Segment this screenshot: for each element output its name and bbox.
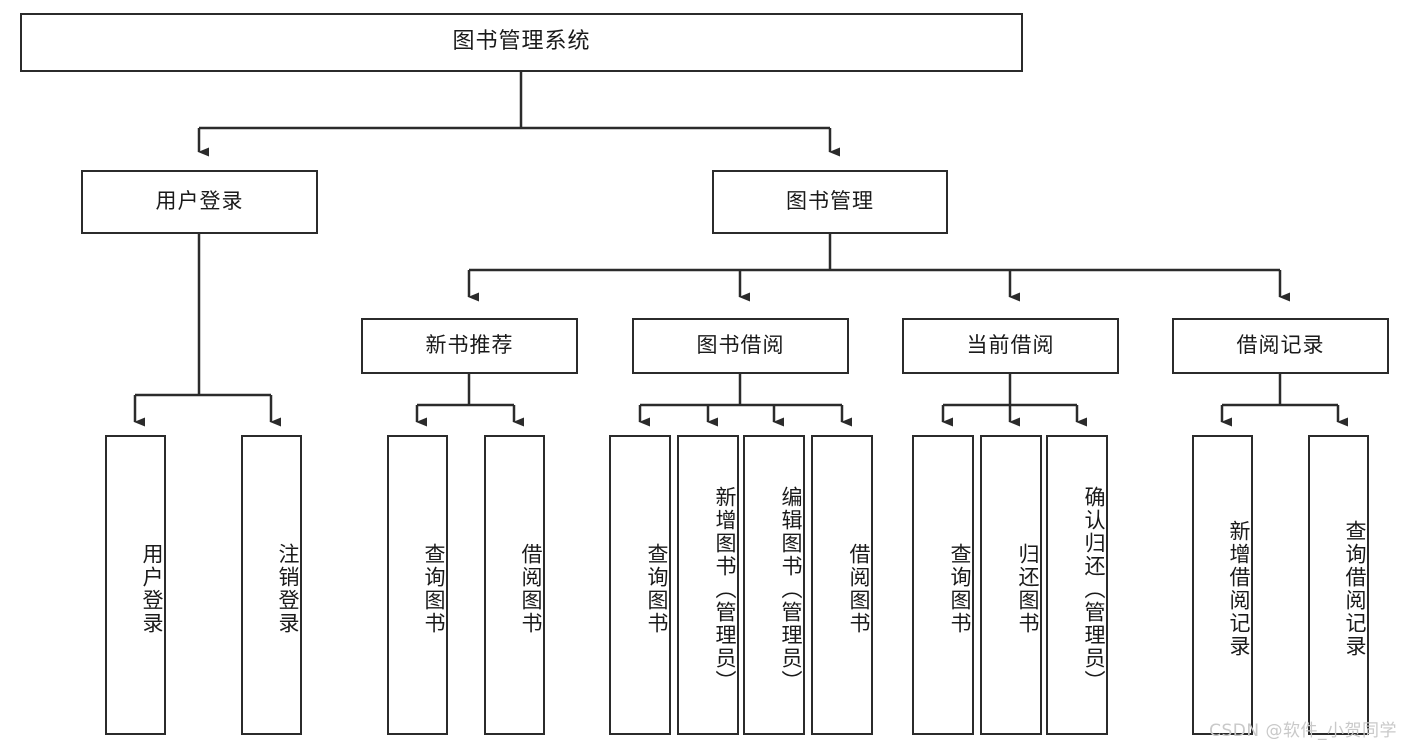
node-label: 注销登录 [276, 543, 300, 635]
node-label: 查询图书 [422, 543, 446, 635]
node-new-book-recommend[interactable]: 新书推荐 [361, 318, 578, 374]
node-borrow-record[interactable]: 借阅记录 [1172, 318, 1389, 374]
leaf-query-book-recommend[interactable]: 查询图书 [387, 435, 448, 735]
node-label: 查询借阅记录 [1343, 520, 1367, 658]
node-label: 借阅图书 [519, 543, 543, 635]
node-label: 新增图书（管理员） [713, 485, 737, 693]
leaf-user-login[interactable]: 用户登录 [105, 435, 166, 735]
node-label: 查询图书 [948, 543, 972, 635]
node-label: 查询图书 [645, 543, 669, 635]
leaf-add-book-admin[interactable]: 新增图书（管理员） [677, 435, 739, 735]
leaf-borrow-book-recommend[interactable]: 借阅图书 [484, 435, 545, 735]
node-label: 图书管理 [786, 189, 874, 214]
node-label: 用户登录 [155, 189, 244, 214]
node-book-management[interactable]: 图书管理 [712, 170, 948, 234]
node-label: 图书借阅 [696, 333, 785, 358]
leaf-return-book[interactable]: 归还图书 [980, 435, 1042, 735]
node-book-borrow[interactable]: 图书借阅 [632, 318, 849, 374]
leaf-query-book-borrow[interactable]: 查询图书 [609, 435, 671, 735]
node-label: 用户登录 [140, 543, 164, 635]
leaf-confirm-return-admin[interactable]: 确认归还（管理员） [1046, 435, 1108, 735]
node-user-login[interactable]: 用户登录 [81, 170, 318, 234]
leaf-query-book-current[interactable]: 查询图书 [912, 435, 974, 735]
node-current-borrow[interactable]: 当前借阅 [902, 318, 1119, 374]
leaf-add-borrow-record[interactable]: 新增借阅记录 [1192, 435, 1253, 735]
node-label: 当前借阅 [966, 333, 1055, 358]
node-label: 新增借阅记录 [1227, 520, 1251, 658]
node-root-system[interactable]: 图书管理系统 [20, 13, 1023, 72]
leaf-logout[interactable]: 注销登录 [241, 435, 302, 735]
csdn-watermark: CSDN @软件_小贺同学 [1209, 721, 1397, 741]
leaf-edit-book-admin[interactable]: 编辑图书（管理员） [743, 435, 805, 735]
node-label: 新书推荐 [425, 333, 514, 358]
node-label: 归还图书 [1016, 543, 1040, 635]
node-label: 编辑图书（管理员） [779, 485, 803, 693]
node-label: 图书管理系统 [452, 29, 591, 55]
node-label: 借阅记录 [1236, 333, 1325, 358]
leaf-query-borrow-record[interactable]: 查询借阅记录 [1308, 435, 1369, 735]
node-label: 借阅图书 [847, 543, 871, 635]
node-label: 确认归还（管理员） [1082, 485, 1106, 693]
leaf-borrow-book[interactable]: 借阅图书 [811, 435, 873, 735]
